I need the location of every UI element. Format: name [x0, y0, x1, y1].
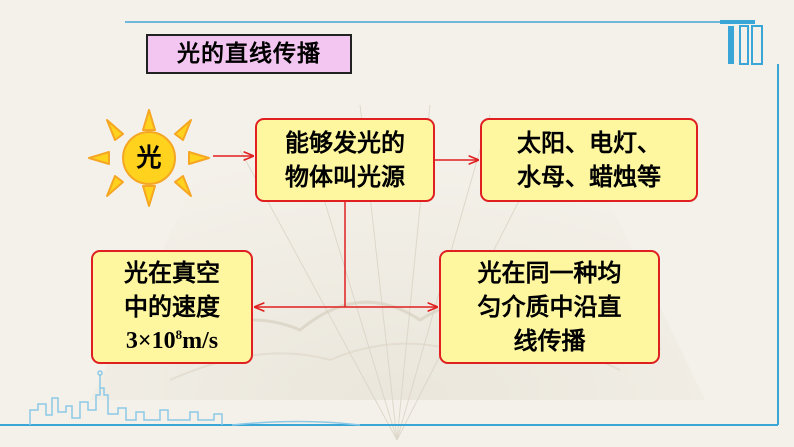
- speed-line1: 光在真空: [124, 259, 220, 287]
- propagation-line1: 光在同一种均: [477, 259, 622, 287]
- box-examples: 太阳、电灯、 水母、蜡烛等: [480, 118, 698, 202]
- examples-line2: 水母、蜡烛等: [517, 163, 661, 191]
- propagation-line3: 线传播: [513, 327, 586, 355]
- examples-line1: 太阳、电灯、: [517, 129, 661, 157]
- box-speed-of-light: 光在真空 中的速度 3×108m/s: [91, 250, 253, 364]
- skyline: [29, 370, 361, 426]
- speed-value-base: 3×10: [125, 328, 176, 354]
- speed-value-exponent: 8: [175, 327, 183, 342]
- page-title: 光的直线传播: [146, 34, 352, 74]
- light-source-line2: 物体叫光源: [285, 163, 405, 191]
- speed-value: 3×108m/s: [124, 324, 220, 358]
- light-source-line1: 能够发光的: [285, 129, 405, 157]
- speed-value-unit: m/s: [182, 328, 219, 354]
- speed-line2: 中的速度: [124, 293, 220, 321]
- sun-label: 光: [136, 143, 162, 172]
- propagation-line2: 匀介质中沿直: [477, 293, 622, 321]
- sun-icon: [88, 109, 210, 207]
- box-propagation: 光在同一种均 匀介质中沿直 线传播: [439, 250, 660, 364]
- box-light-source: 能够发光的 物体叫光源: [255, 118, 435, 202]
